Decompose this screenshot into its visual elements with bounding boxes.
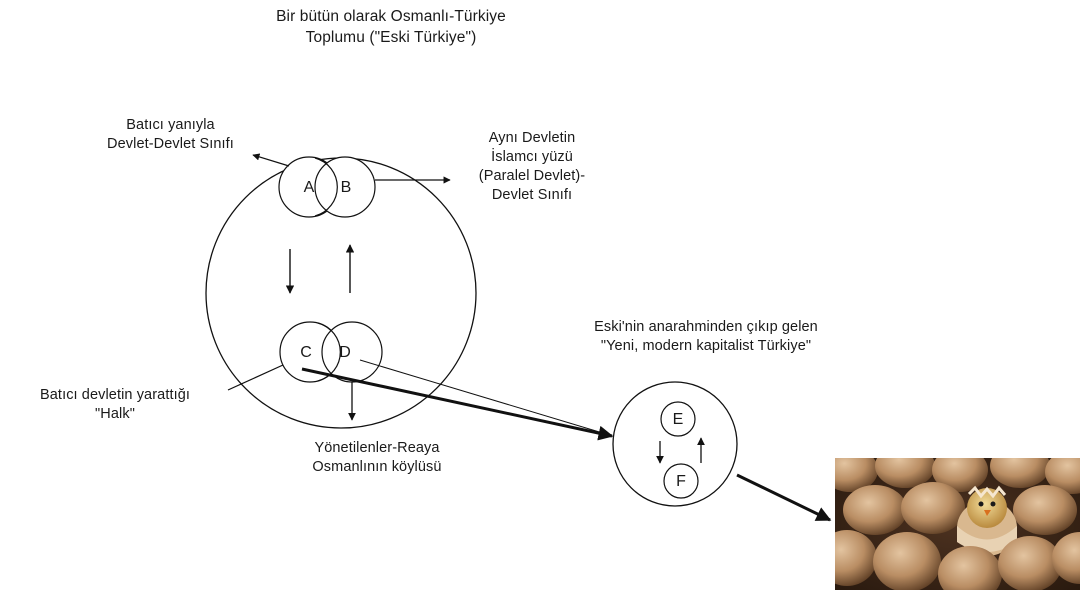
arrow-a-to-batici <box>252 153 290 167</box>
node-b-circle <box>314 156 376 218</box>
label-eskinin-line2: "Yeni, modern kapitalist Türkiye" <box>600 338 812 354</box>
node-d-letter: D <box>339 344 351 361</box>
label-ayni-devletin-line2: İslamcı yüzü <box>491 149 573 165</box>
hatching-chick-image <box>835 458 1080 590</box>
label-eskinin: Eski'nin anarahminden çıkıp gelen "Yeni,… <box>556 318 856 356</box>
label-ayni-devletin: Aynı Devletin İslamcı yüzü (Paralel Devl… <box>457 129 607 205</box>
label-batici-yaniyla: Batıcı yanıyla Devlet-Devlet Sınıfı <box>88 116 253 154</box>
label-ayni-devletin-line4: Devlet Sınıfı <box>491 187 573 203</box>
thick-arrow-new-to-image <box>736 473 832 522</box>
node-f-letter: F <box>676 473 686 490</box>
node-e-circle <box>660 401 696 437</box>
label-batici-yaniyla-line1: Batıcı yanıyla <box>126 117 215 133</box>
label-batici-devletin-line2: "Halk" <box>95 406 135 422</box>
label-ayni-devletin-line1: Aynı Devletin <box>488 130 576 146</box>
node-a-letter: A <box>304 179 315 196</box>
label-yonetilenler-line1: Yönetilenler-Reaya <box>314 440 440 456</box>
line-c-to-halk <box>227 364 284 391</box>
label-batici-devletin: Batıcı devletin yarattığı "Halk" <box>4 386 226 424</box>
thick-arrow-c-to-new <box>301 367 614 441</box>
title-line-2: Toplumu ("Eski Türkiye") <box>305 29 477 46</box>
label-yonetilenler: Yönetilenler-Reaya Osmanlının köylüsü <box>292 439 462 477</box>
node-c-letter: C <box>300 344 312 361</box>
new-turkey-circle <box>612 381 738 507</box>
label-batici-devletin-line1: Batıcı devletin yarattığı <box>40 387 190 403</box>
hatching-chick-illustration <box>835 458 1080 590</box>
node-b-letter: B <box>341 179 352 196</box>
label-yonetilenler-line2: Osmanlının köylüsü <box>312 459 442 475</box>
node-f-circle <box>663 463 699 499</box>
title-line-1: Bir bütün olarak Osmanlı-Türkiye <box>276 8 506 25</box>
node-e-letter: E <box>673 411 684 428</box>
label-batici-yaniyla-line2: Devlet-Devlet Sınıfı <box>107 136 234 152</box>
thin-line-d-to-new <box>359 359 607 435</box>
diagram-title: Bir bütün olarak Osmanlı-Türkiye Toplumu… <box>196 6 586 48</box>
label-ayni-devletin-line3: (Paralel Devlet)- <box>478 168 586 184</box>
label-eskinin-line1: Eski'nin anarahminden çıkıp gelen <box>594 319 818 335</box>
